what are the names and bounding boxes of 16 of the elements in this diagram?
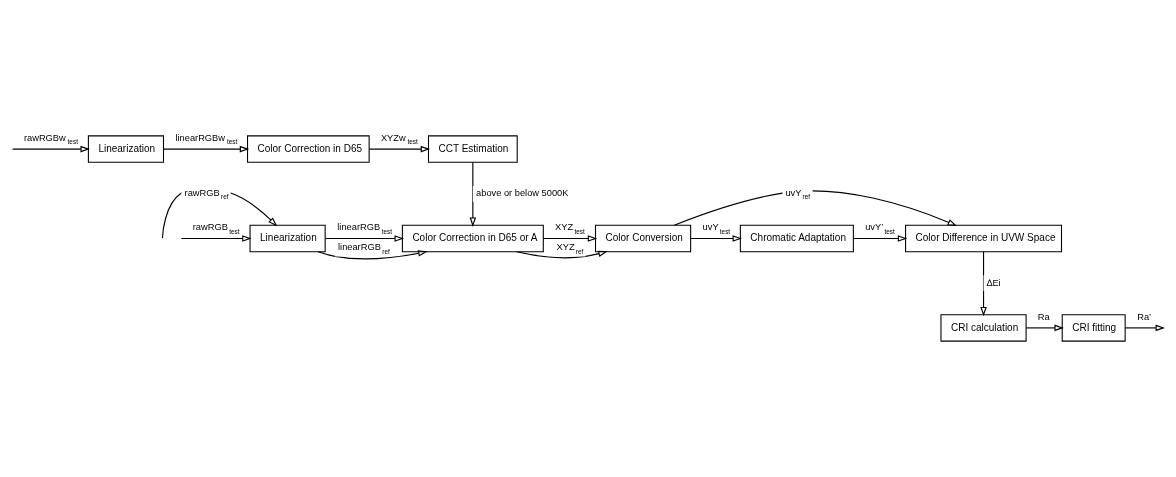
edge-label: above or below 5000K xyxy=(476,188,569,199)
edge-label: ∆Ei xyxy=(986,277,1001,288)
edge-label: XYZ$_{test}$ xyxy=(555,222,585,235)
edge-label: linearRGB$_{ref}$ xyxy=(338,242,390,255)
edge-label: linearRGB$_{test}$ xyxy=(337,222,393,235)
edge-label: rawRGB$_{ref}$ xyxy=(184,187,229,201)
edge-label: Ra xyxy=(1037,312,1050,323)
edge-label: uvY$_{ref}$ xyxy=(785,187,811,201)
edge-label: XYZw$_{test}$ xyxy=(380,132,418,146)
edge-label: linearRGBw$_{test}$ xyxy=(175,132,238,146)
edge-label: rawRGBw$_{test}$ xyxy=(23,132,78,146)
edge-label: Ra’ xyxy=(1137,312,1152,323)
edge-label: uvY’$_{test}$ xyxy=(865,222,895,235)
edge-label: XYZ$_{ref}$ xyxy=(556,242,584,255)
edge-label: uvY$_{test}$ xyxy=(702,222,731,235)
edge-label: rawRGB$_{test}$ xyxy=(192,222,240,235)
